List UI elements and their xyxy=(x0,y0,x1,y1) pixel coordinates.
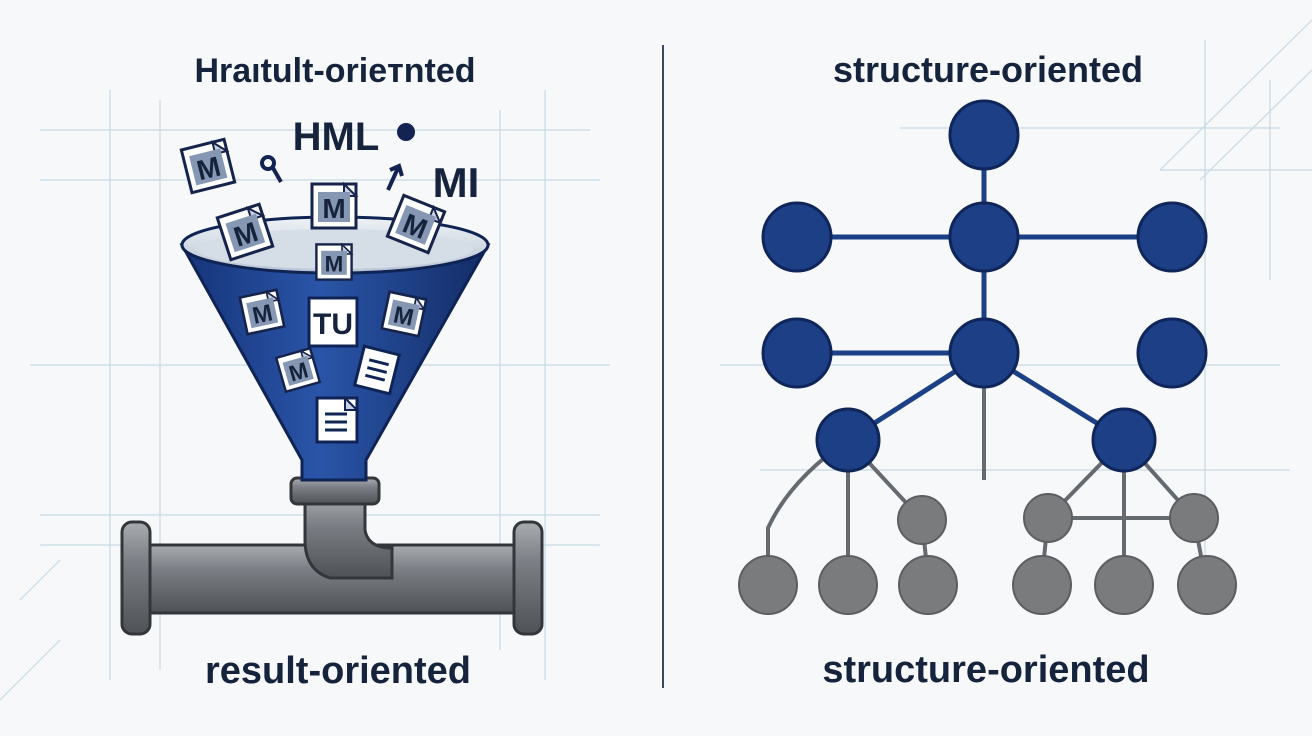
tree-node xyxy=(1091,407,1157,473)
tree-node xyxy=(948,317,1020,389)
dot-icon xyxy=(397,123,415,141)
floating-label-hml: HML xyxy=(293,115,380,159)
document-m-icon: M xyxy=(179,137,237,195)
tree-node xyxy=(815,407,881,473)
document-lines-icon xyxy=(352,344,402,396)
svg-text:M: M xyxy=(322,193,345,224)
left-title: Hraıtult-orieтnted xyxy=(194,52,475,90)
document-lines-icon xyxy=(315,395,360,444)
tree-node xyxy=(1136,201,1208,273)
document-icons: M M M M M M M M TU xyxy=(179,137,447,444)
document-m-icon: M xyxy=(215,202,275,262)
tree-leaf-node xyxy=(1012,555,1072,615)
left-panel: Hraıtult-orieтnted HML MI M M xyxy=(120,52,544,692)
document-m-icon: M xyxy=(238,288,286,336)
left-caption: result-oriented xyxy=(205,650,471,692)
arrow-icon xyxy=(386,163,404,191)
svg-text:M: M xyxy=(325,252,344,277)
tree-node xyxy=(1136,317,1208,389)
tree-leaf-node xyxy=(738,555,798,615)
pin-icon xyxy=(260,155,283,183)
tree-node-root xyxy=(948,99,1020,171)
document-m-icon: M xyxy=(380,290,428,338)
right-caption: structure-oriented xyxy=(822,649,1149,691)
right-panel: structure-oriented xyxy=(738,49,1237,691)
tree-leaf-node xyxy=(818,555,878,615)
tree-leaf-node xyxy=(898,555,958,615)
svg-text:TU: TU xyxy=(313,308,353,341)
tree-node xyxy=(761,317,833,389)
floating-label-mi: MI xyxy=(433,159,480,206)
right-title: structure-oriented xyxy=(833,49,1143,90)
tree-leaf-node xyxy=(1177,555,1237,615)
pipe xyxy=(120,476,544,636)
document-tu-icon: TU xyxy=(307,296,359,348)
tree-node xyxy=(948,201,1020,273)
tree-leaf-node xyxy=(897,495,947,545)
tree-node xyxy=(761,201,833,273)
document-m-icon: M xyxy=(275,347,321,393)
document-m-icon: M xyxy=(385,193,447,255)
tree-nodes xyxy=(738,99,1237,615)
tree-leaf-node xyxy=(1094,555,1154,615)
tree-leaf-node xyxy=(1169,493,1219,543)
tree-leaf-node xyxy=(1023,493,1073,543)
document-m-icon: M xyxy=(315,243,353,281)
document-m-icon: M xyxy=(310,182,358,230)
